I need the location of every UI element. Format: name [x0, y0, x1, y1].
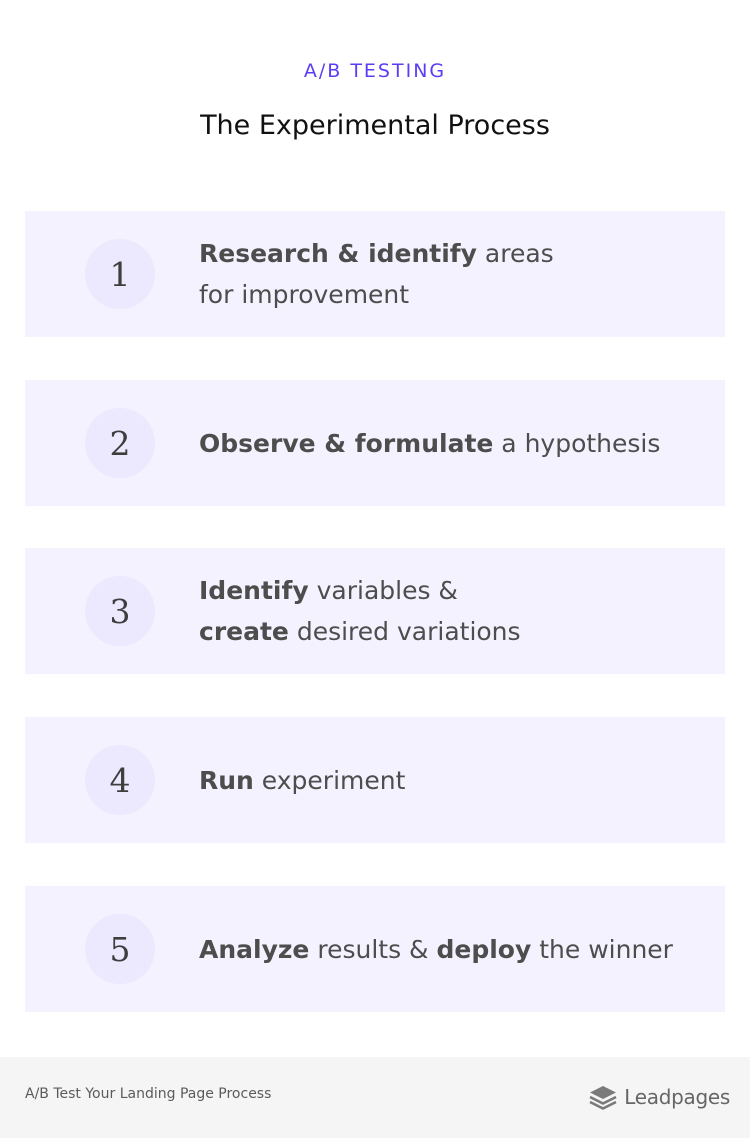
step-description: Observe & formulate a hypothesis: [199, 380, 699, 506]
step-number-badge: 4: [85, 745, 155, 815]
step-description: Run experiment: [199, 717, 699, 843]
step-card-2: 2 Observe & formulate a hypothesis: [25, 380, 725, 506]
step-text: variables &: [308, 576, 458, 605]
step-text: desired variations: [288, 617, 521, 646]
step-number-badge: 3: [85, 576, 155, 646]
step-text: the winner: [531, 934, 673, 964]
eyebrow-label: A/B TESTING: [303, 60, 447, 82]
step-emphasis: Research & identify: [199, 239, 477, 268]
stacked-layers-icon: [589, 1086, 617, 1110]
step-number-badge: 1: [85, 239, 155, 309]
step-card-5: 5 Analyze results & deploy the winner: [25, 886, 725, 1012]
leadpages-logo: Leadpages: [588, 1083, 730, 1111]
step-card-1: 1 Research & identify areas for improvem…: [25, 211, 725, 337]
step-number-badge: 5: [85, 914, 155, 984]
step-description: Identify variables & create desired vari…: [199, 548, 699, 674]
step-text: for improvement: [199, 280, 410, 309]
step-emphasis: Observe & formulate: [199, 428, 494, 458]
step-text: experiment: [253, 765, 406, 795]
step-emphasis: Run: [199, 765, 254, 795]
footer-caption: A/B Test Your Landing Page Process: [25, 1086, 272, 1102]
logo-text: Leadpages: [624, 1085, 730, 1109]
page-title: The Experimental Process: [200, 110, 550, 141]
step-emphasis: create: [199, 617, 289, 646]
step-emphasis: Identify: [199, 576, 309, 605]
step-description: Research & identify areas for improvemen…: [199, 211, 699, 337]
footer: A/B Test Your Landing Page Process Leadp…: [0, 1057, 750, 1138]
step-description: Analyze results & deploy the winner: [199, 886, 699, 1012]
step-emphasis: Analyze: [199, 934, 310, 964]
step-text: areas: [476, 239, 554, 268]
step-text: a hypothesis: [493, 428, 661, 458]
step-card-3: 3 Identify variables & create desired va…: [25, 548, 725, 674]
step-text: results &: [309, 934, 437, 964]
step-number-badge: 2: [85, 408, 155, 478]
step-card-4: 4 Run experiment: [25, 717, 725, 843]
step-emphasis: deploy: [436, 934, 532, 964]
